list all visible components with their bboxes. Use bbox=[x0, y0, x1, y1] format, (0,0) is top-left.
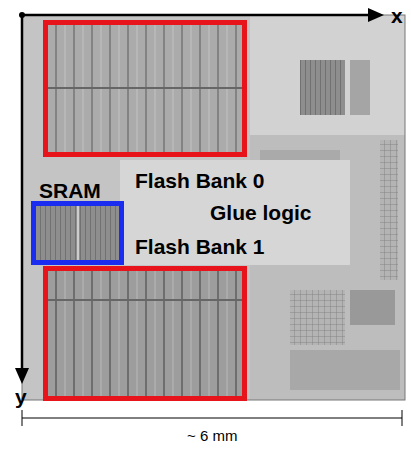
region-label: Glue logic bbox=[210, 201, 312, 224]
region-label: SRAM bbox=[39, 179, 101, 202]
flash-region: Flash Bank 1 bbox=[43, 266, 247, 401]
flash-region: Flash Bank 0 bbox=[43, 20, 247, 157]
region-label: Flash Bank 0 bbox=[135, 169, 265, 192]
axis-label: y bbox=[15, 385, 27, 408]
dimension-label: ~ 6 mm bbox=[187, 428, 237, 445]
sram-region: SRAM bbox=[31, 201, 124, 265]
axis-label: x bbox=[391, 4, 403, 27]
region-label: Flash Bank 1 bbox=[135, 235, 265, 258]
